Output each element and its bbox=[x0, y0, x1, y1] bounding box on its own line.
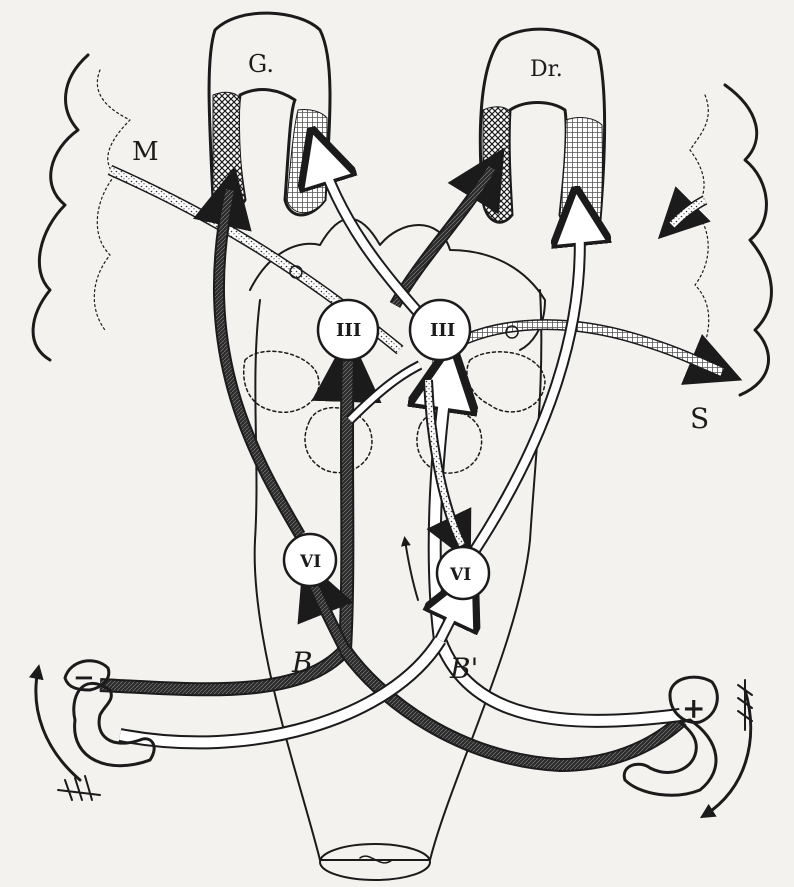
tract-b-prime-label: B' bbox=[449, 652, 478, 685]
tract-b bbox=[100, 360, 348, 689]
svg-text:III: III bbox=[336, 320, 361, 341]
left-cortex-outline bbox=[33, 55, 88, 360]
tract-b-label: B bbox=[291, 646, 313, 679]
brainstem-cross-section bbox=[320, 844, 430, 880]
left-polarity: − bbox=[73, 663, 95, 693]
muscle-label: M bbox=[132, 137, 159, 167]
svg-text:VI: VI bbox=[299, 552, 321, 572]
left-labyrinth: − bbox=[65, 661, 154, 766]
nucleus-vi-right: VI bbox=[437, 547, 489, 599]
right-polarity: + bbox=[682, 692, 705, 725]
right-cortex-outline bbox=[725, 85, 771, 395]
curved-arrow-down-icon bbox=[705, 680, 752, 815]
right-eye-label: Dr. bbox=[530, 57, 563, 82]
nucleus-iii-left: III bbox=[318, 300, 378, 360]
svg-text:VI: VI bbox=[449, 565, 471, 585]
left-eye-muscle-group bbox=[209, 13, 330, 215]
nucleus-vi-left: VI bbox=[284, 534, 336, 586]
s-label: S bbox=[690, 402, 709, 435]
svg-text:III: III bbox=[430, 320, 455, 341]
nucleus-iii-right: III bbox=[410, 300, 470, 360]
left-eye-label: G. bbox=[248, 50, 274, 78]
